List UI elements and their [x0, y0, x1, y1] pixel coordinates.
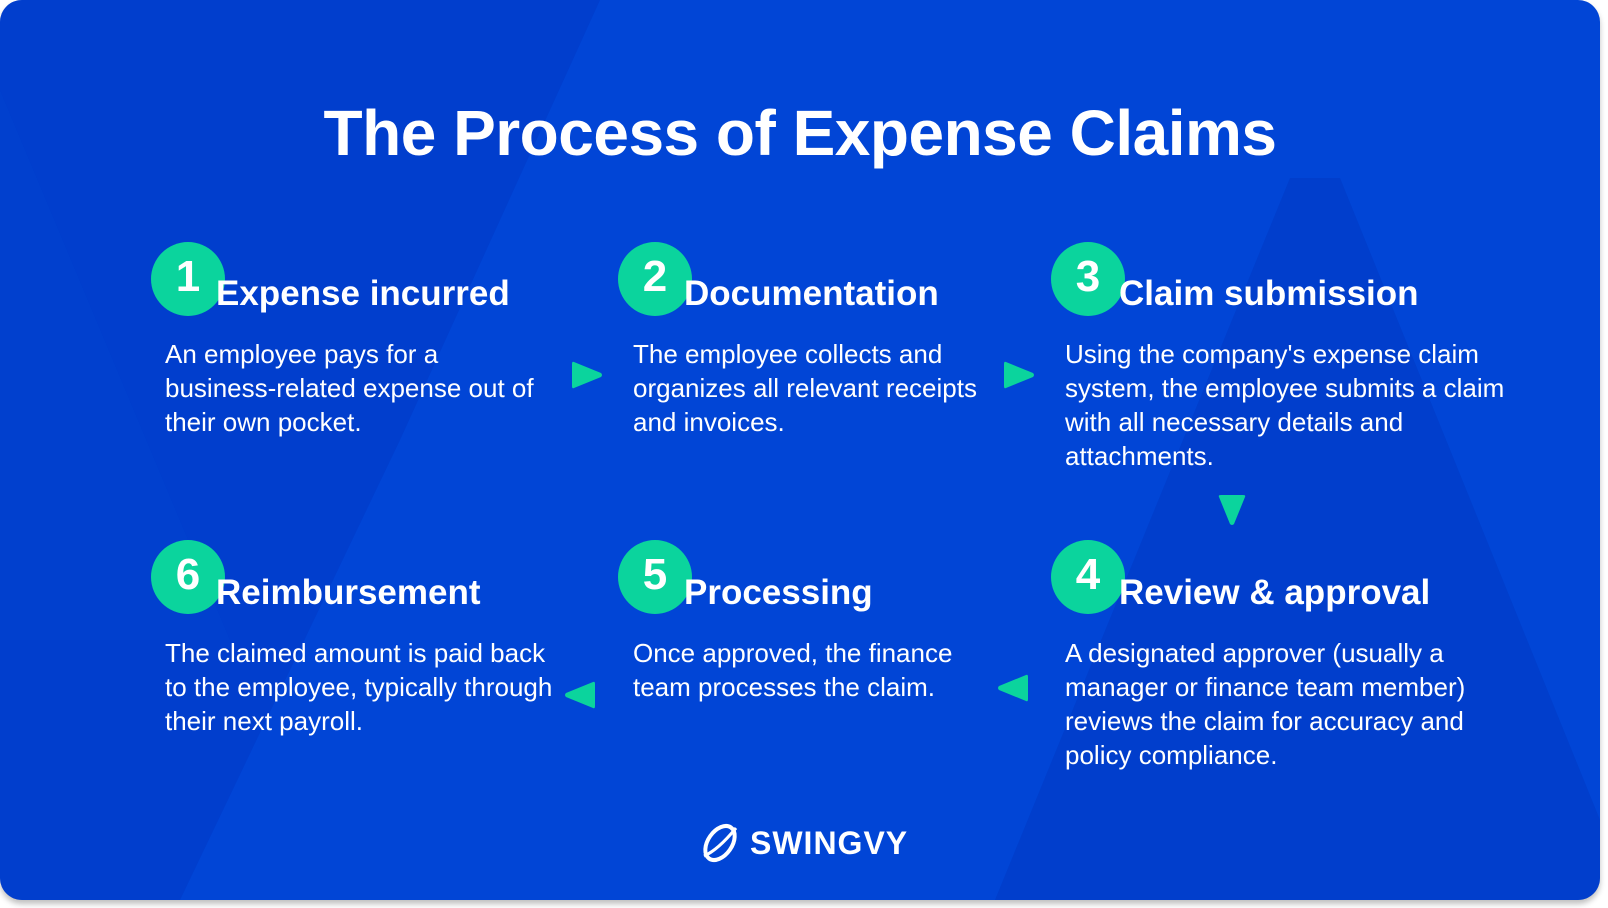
step-heading: Documentation: [684, 274, 939, 313]
step-description: Once approved, the finance team processe…: [633, 638, 953, 702]
step-number-badge: 6: [151, 540, 225, 614]
step-number-badge: 2: [618, 242, 692, 316]
step-description: The claimed amount is paid back to the e…: [165, 638, 553, 736]
page-title: The Process of Expense Claims: [323, 97, 1278, 169]
step-description: The employee collects and organizes all …: [633, 339, 977, 437]
arrow-right-icon: [572, 361, 602, 389]
arrow-down-icon: [1218, 495, 1246, 525]
step-number-badge: 1: [151, 242, 225, 316]
arrow-left-icon: [998, 674, 1028, 702]
step-description: A designated approver (usually a manager…: [1065, 638, 1466, 770]
step-heading: Review & approval: [1119, 573, 1431, 612]
step-number-badge: 3: [1051, 242, 1125, 316]
arrow-right-icon: [1004, 361, 1034, 389]
step-description: Using the company's expense claim system…: [1065, 339, 1505, 471]
step-number-badge: 4: [1051, 540, 1125, 614]
swingvy-logo: SWINGVY: [698, 822, 908, 864]
step-heading: Expense incurred: [216, 274, 510, 313]
arrow-left-icon: [565, 681, 595, 709]
step-heading: Processing: [684, 573, 873, 612]
logo-text: SWINGVY: [750, 824, 909, 861]
swingvy-logo-icon: [703, 823, 738, 863]
step-heading: Claim submission: [1119, 274, 1419, 313]
step-number-badge: 5: [618, 540, 692, 614]
step-description: An employee pays for a business-related …: [165, 339, 534, 437]
step-heading: Reimbursement: [216, 573, 481, 612]
